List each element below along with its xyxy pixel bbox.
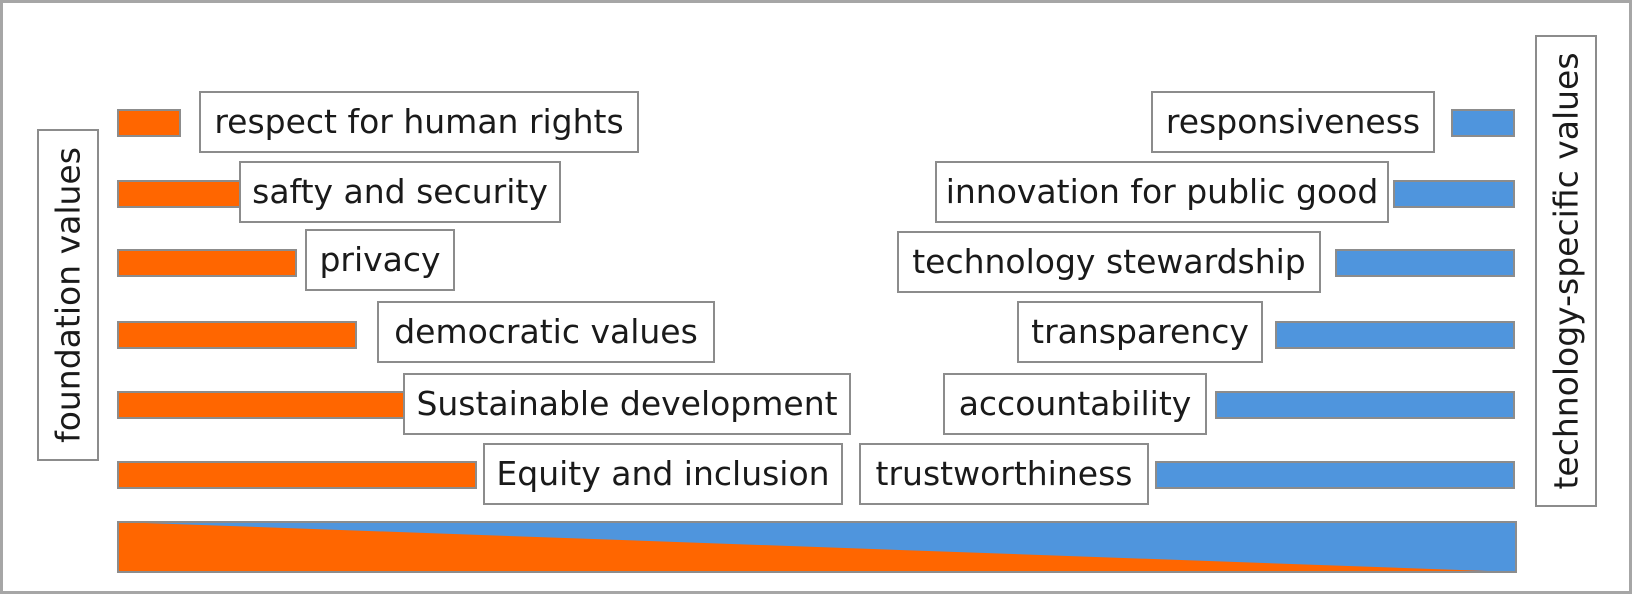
technology-bar-1 — [1451, 109, 1515, 137]
foundation-bar-3 — [117, 249, 297, 277]
foundation-value-label: safty and security — [239, 161, 561, 223]
foundation-value-label: democratic values — [377, 301, 715, 363]
technology-value-label: transparency — [1017, 301, 1263, 363]
foundation-bar-2 — [117, 180, 241, 208]
technology-value-label: technology stewardship — [897, 231, 1321, 293]
foundation-bar-1 — [117, 109, 181, 137]
foundation-value-label: privacy — [305, 229, 455, 291]
technology-bar-2 — [1393, 180, 1515, 208]
technology-value-label: trustworthiness — [859, 443, 1149, 505]
technology-bar-4 — [1275, 321, 1515, 349]
foundation-bar-4 — [117, 321, 357, 349]
technology-values-label: technology-specific values — [1546, 52, 1586, 490]
technology-values-axis: technology-specific values — [1535, 35, 1597, 507]
technology-value-label: innovation for public good — [935, 161, 1389, 223]
technology-bar-3 — [1335, 249, 1515, 277]
foundation-bar-6 — [117, 461, 477, 489]
value-gradient-band — [117, 521, 1517, 573]
gradient-band-orange — [118, 522, 1516, 572]
technology-value-label: responsiveness — [1151, 91, 1435, 153]
foundation-bar-5 — [117, 391, 415, 419]
foundation-value-label: respect for human rights — [199, 91, 639, 153]
foundation-value-label: Equity and inclusion — [483, 443, 843, 505]
technology-bar-6 — [1155, 461, 1515, 489]
foundation-values-axis: foundation values — [37, 129, 99, 461]
gradient-band-border — [117, 521, 1517, 573]
technology-value-label: accountability — [943, 373, 1207, 435]
foundation-values-label: foundation values — [48, 147, 88, 443]
technology-bar-5 — [1215, 391, 1515, 419]
foundation-value-label: Sustainable development — [403, 373, 851, 435]
